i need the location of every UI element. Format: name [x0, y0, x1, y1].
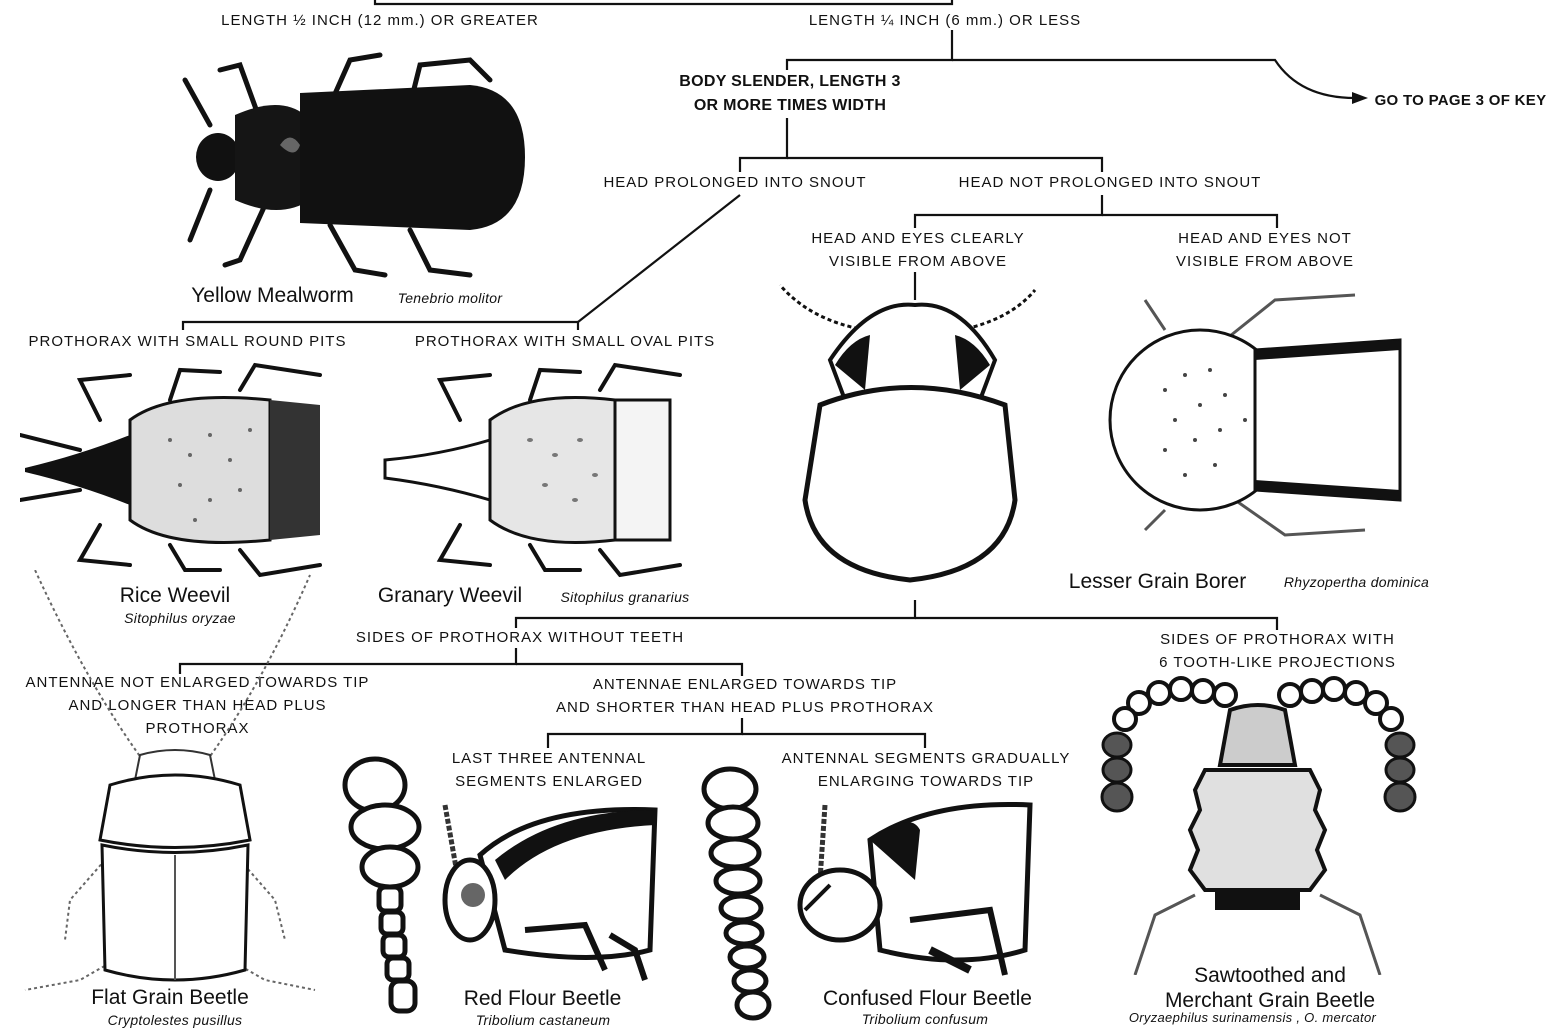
- go-to-page-label: GO TO PAGE 3 OF KEY: [1358, 89, 1563, 113]
- granary-weevil-illustration: [380, 360, 710, 585]
- red-flour-beetle-scientific: Tribolium castaneum: [448, 1012, 638, 1028]
- flat-grain-beetle-scientific: Cryptolestes pusillus: [80, 1012, 270, 1028]
- lesser-grain-borer-illustration: [1105, 280, 1405, 560]
- granary-weevil-scientific: Sitophilus granarius: [540, 589, 710, 605]
- head-snout-label: HEAD PROLONGED INTO SNOUT: [585, 171, 885, 194]
- sawtoothed-grain-beetle-illustration: [1095, 675, 1425, 975]
- red-flour-antenna-illustration: [335, 755, 430, 1020]
- body-slender-label: BODY SLENDER, LENGTH 3 OR MORE TIMES WID…: [640, 70, 940, 118]
- eyes-visible-label: HEAD AND EYES CLEARLY VISIBLE FROM ABOVE: [790, 227, 1046, 273]
- confused-flour-beetle-scientific: Tribolium confusum: [830, 1011, 1020, 1027]
- mealworm-name: Yellow Mealworm: [170, 284, 375, 308]
- mealworm-scientific: Tenebrio molitor: [380, 290, 520, 306]
- length-long-label: LENGTH ½ INCH (12 mm.) OR GREATER: [190, 9, 570, 32]
- confused-flour-beetle-name: Confused Flour Beetle: [805, 987, 1050, 1011]
- confused-flour-beetle-illustration: [790, 800, 1040, 985]
- granary-weevil-name: Granary Weevil: [365, 584, 535, 608]
- sawtoothed-scientific: Oryzaephilus surinamensis , O. mercator: [1085, 1010, 1420, 1025]
- last-three-label: LAST THREE ANTENNAL SEGMENTS ENLARGED: [435, 747, 663, 793]
- rice-weevil-illustration: [20, 360, 350, 585]
- round-pits-label: PROTHORAX WITH SMALL ROUND PITS: [10, 330, 365, 353]
- length-short-label: LENGTH ¼ INCH (6 mm.) OR LESS: [760, 9, 1130, 32]
- eyes-not-visible-label: HEAD AND EYES NOT VISIBLE FROM ABOVE: [1150, 227, 1380, 273]
- gradual-label: ANTENNAL SEGMENTS GRADUALLY ENLARGING TO…: [765, 747, 1087, 793]
- antennae-enlarged-label: ANTENNAE ENLARGED TOWARDS TIP AND SHORTE…: [535, 673, 955, 719]
- no-teeth-label: SIDES OF PROTHORAX WITHOUT TEETH: [335, 626, 705, 649]
- oval-pits-label: PROTHORAX WITH SMALL OVAL PITS: [395, 330, 735, 353]
- flour-beetle-top-illustration: [770, 280, 1055, 590]
- red-flour-beetle-name: Red Flour Beetle: [445, 987, 640, 1011]
- red-flour-beetle-illustration: [435, 800, 660, 985]
- lesser-grain-borer-scientific: Rhyzopertha dominica: [1264, 574, 1449, 590]
- yellow-mealworm-illustration: [170, 45, 540, 285]
- lesser-grain-borer-name: Lesser Grain Borer: [1055, 570, 1260, 594]
- with-teeth-label: SIDES OF PROTHORAX WITH 6 TOOTH-LIKE PRO…: [1140, 628, 1415, 674]
- head-no-snout-label: HEAD NOT PROLONGED INTO SNOUT: [940, 171, 1280, 194]
- confused-flour-antenna-illustration: [695, 765, 780, 1025]
- flat-grain-beetle-illustration: [20, 570, 330, 1000]
